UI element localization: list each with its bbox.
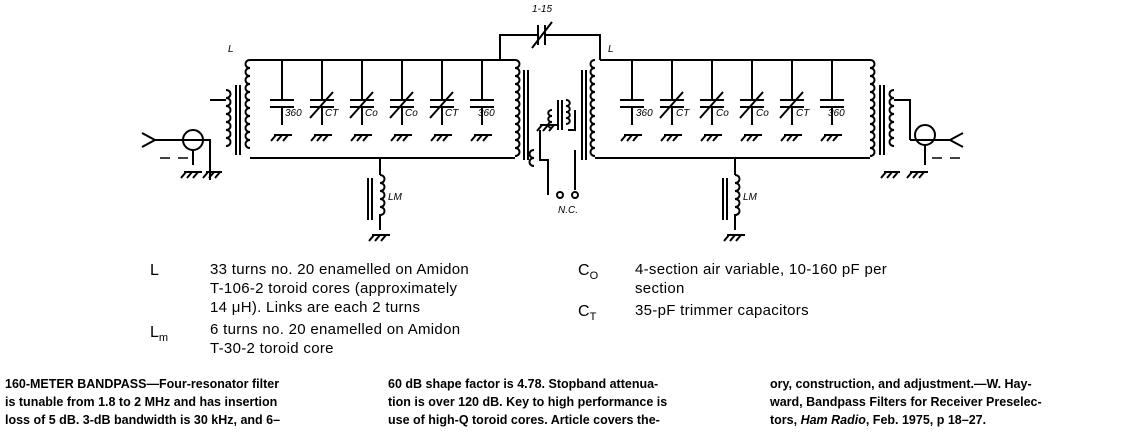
capacitor-co-right-2 — [739, 60, 764, 125]
inductor-L-right-2 — [869, 59, 911, 157]
label-L-left: L — [228, 44, 234, 55]
label-lm: LM — [743, 192, 758, 203]
caption-line: use of high-Q toroid cores. Article cove… — [388, 413, 660, 427]
label-co: Co — [716, 108, 729, 119]
inductor-Lm-right — [722, 158, 745, 242]
label-L-right: L — [608, 44, 614, 55]
coupling-capacitor — [530, 21, 560, 49]
input-connector — [141, 129, 211, 180]
capacitor-360-right — [620, 60, 644, 125]
label-360: 360 — [478, 108, 495, 119]
output-connector — [910, 124, 964, 165]
capacitor-ct-left-2 — [429, 60, 454, 125]
filter-schematic: L 360 — [141, 4, 964, 242]
caption-line: ward, Bandpass Filters for Receiver Pres… — [770, 395, 1042, 409]
caption-line: tion is over 120 dB. Key to high perform… — [388, 395, 668, 409]
label-ct: CT — [445, 108, 459, 119]
caption-line: loss of 5 dB. 3-dB bandwidth is 30 kHz, … — [5, 413, 281, 427]
legend-Lm-text: 6 turns no. 20 enamelled on Amidon T-30-… — [210, 320, 460, 358]
inductor-Lm-left — [367, 158, 390, 242]
caption-column-1: 160-METER BANDPASS—Four-resonator filter… — [5, 375, 360, 429]
label-nc: N.C. — [558, 205, 578, 216]
legend-CT-text: 35-pF trimmer capacitors — [635, 301, 809, 320]
middle-links — [528, 99, 579, 199]
capacitor-360-left-2 — [470, 60, 494, 125]
legend-symbol-L: L — [150, 262, 159, 279]
capacitor-ct-right — [659, 60, 684, 125]
label-co: Co — [405, 108, 418, 119]
legend-CT-line: 35-pF trimmer capacitors — [635, 302, 809, 319]
label-co: Co — [756, 108, 769, 119]
legend-L-line: T-106-2 toroid cores (approximately — [210, 280, 458, 297]
inductor-L-left-2 — [514, 59, 529, 160]
capacitor-co-left-1 — [349, 60, 374, 125]
legend-L-line: 14 μH). Links are each 2 turns — [210, 299, 421, 316]
label-1-15: 1-15 — [532, 4, 552, 15]
capacitor-co-right-1 — [699, 60, 724, 125]
legend-Lm-line: 6 turns no. 20 enamelled on Amidon — [210, 321, 461, 338]
label-ct: CT — [676, 108, 690, 119]
label-ct: CT — [325, 108, 339, 119]
ground-icon — [880, 171, 928, 179]
ground-icon — [620, 134, 842, 142]
legend-symbol-Co: CO — [578, 262, 599, 282]
capacitor-ct-left — [309, 60, 334, 125]
label-360: 360 — [828, 108, 845, 119]
legend-symbol-CT: CT — [578, 303, 597, 323]
legend-Co-line: 4-section air variable, 10-160 pF per — [635, 261, 888, 278]
legend-Co-line: section — [635, 280, 685, 297]
legend-L-line: 33 turns no. 20 enamelled on Amidon — [210, 261, 470, 278]
label-co: Co — [365, 108, 378, 119]
capacitor-360-left — [270, 60, 294, 125]
label-360: 360 — [285, 108, 302, 119]
label-360: 360 — [636, 108, 653, 119]
legend-L-text: 33 turns no. 20 enamelled on Amidon T-10… — [210, 260, 469, 317]
ground-icon — [270, 134, 492, 142]
caption-line: ory, construction, and adjustment.—W. Ha… — [770, 377, 1032, 391]
caption-line: tors, Ham Radio, Feb. 1975, p 18–27. — [770, 413, 987, 427]
caption-column-3: ory, construction, and adjustment.—W. Ha… — [770, 375, 1125, 429]
inductor-L-left — [210, 59, 251, 155]
capacitor-co-left-2 — [389, 60, 414, 125]
capacitor-ct-right-2 — [779, 60, 804, 125]
caption-column-2: 60 dB shape factor is 4.78. Stopband att… — [388, 375, 743, 429]
journal-title: Ham Radio — [800, 413, 866, 427]
legend-Lm-line: T-30-2 toroid core — [210, 340, 334, 357]
capacitor-360-right-2 — [820, 60, 844, 125]
legend-Co-text: 4-section air variable, 10-160 pF per se… — [635, 260, 887, 298]
caption-line: 60 dB shape factor is 4.78. Stopband att… — [388, 377, 659, 391]
caption-line: 160-METER BANDPASS—Four-resonator filter — [5, 377, 280, 391]
ground-icon — [180, 171, 202, 179]
label-lm: LM — [388, 192, 403, 203]
legend-symbol-Lm: Lm — [150, 324, 169, 344]
label-ct: CT — [796, 108, 810, 119]
inductor-L-right — [581, 59, 596, 160]
caption-line: is tunable from 1.8 to 2 MHz and has ins… — [5, 395, 278, 409]
ground-icon — [202, 171, 222, 179]
